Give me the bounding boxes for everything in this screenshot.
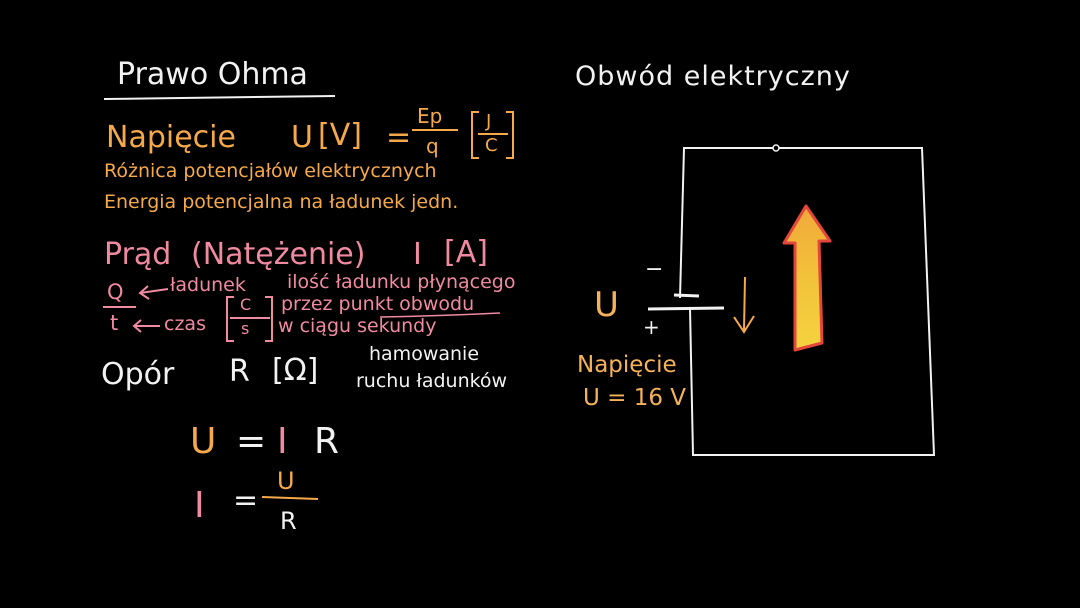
- battery-voltage-label: Napięcie: [577, 352, 677, 378]
- voltage-equals: =: [386, 120, 412, 155]
- circuit-node: [772, 144, 780, 152]
- current-label-2: (Natężenie): [191, 237, 366, 272]
- current-desc-3: w ciągu sekundy: [278, 315, 437, 337]
- resistance-symbol: R: [229, 354, 250, 389]
- battery-short-plate: [673, 293, 700, 298]
- battery-plus: +: [643, 315, 660, 339]
- formula2-num: U: [277, 467, 295, 495]
- formula2-eq: =: [233, 483, 259, 518]
- voltage-unit-den: C: [485, 135, 498, 156]
- current-unit-bracket-right: [265, 296, 273, 342]
- formula1-rhs-i: I: [277, 421, 288, 462]
- resistance-unit: [Ω]: [272, 353, 319, 388]
- voltage-unit: [V]: [318, 118, 362, 153]
- battery-minus: −: [645, 257, 664, 282]
- battery-long-plate: [647, 306, 725, 311]
- current-direction-arrow: [782, 204, 832, 352]
- title-underline: [103, 95, 336, 100]
- page-title: Prawo Ohma: [117, 57, 308, 92]
- q-arrow: [138, 285, 169, 300]
- current-q-label: ładunek: [170, 274, 246, 296]
- voltage-unit-bracket-right: [506, 111, 514, 159]
- current-unit-bracket-left: [226, 296, 234, 342]
- current-unit-text: A: [455, 235, 477, 270]
- voltage-desc-2: Energia potencjalna na ładunek jedn.: [104, 191, 459, 213]
- current-t: t: [110, 311, 119, 335]
- voltage-unit-text: V: [329, 118, 351, 153]
- formula2-fraction-bar: [261, 496, 319, 500]
- voltage-direction-arrow: [733, 276, 755, 334]
- resistance-label: Opór: [101, 357, 175, 392]
- current-q: Q: [107, 280, 124, 304]
- current-symbol: I: [413, 237, 422, 272]
- formula2-lhs: I: [194, 485, 205, 526]
- circuit-title: Obwód elektryczny: [575, 61, 851, 92]
- voltage-frac-den: q: [426, 134, 439, 158]
- circuit-wire: [679, 147, 936, 456]
- current-label: Prąd: [104, 237, 172, 272]
- resistance-desc-2: ruchu ładunków: [356, 370, 508, 392]
- current-unit: [A]: [444, 235, 488, 270]
- current-desc-1: ilość ładunku płynącego: [287, 271, 516, 293]
- current-unit-num: C: [240, 295, 252, 314]
- battery-symbol: U: [594, 285, 619, 325]
- current-desc-2: przez punkt obwodu: [281, 293, 475, 315]
- resistance-unit-text: Ω: [283, 353, 307, 388]
- t-arrow: [132, 319, 160, 333]
- voltage-unit-bracket-left: [471, 111, 479, 159]
- voltage-desc-1: Różnica potencjałów elektrycznych: [104, 160, 437, 182]
- formula2-den: R: [280, 507, 297, 535]
- voltage-frac-num: Ep: [417, 104, 443, 128]
- voltage-symbol: U: [291, 120, 313, 155]
- current-t-label: czas: [164, 313, 206, 335]
- voltage-unit-num: J: [486, 111, 492, 132]
- formula1-lhs: U: [190, 421, 217, 462]
- voltage-label: Napięcie: [106, 120, 236, 155]
- formula1-eq: =: [236, 421, 267, 462]
- resistance-desc-1: hamowanie: [369, 343, 480, 365]
- battery-voltage-value: U = 16 V: [583, 385, 687, 411]
- obwodu-underline: [379, 312, 501, 318]
- formula1-rhs-r: R: [314, 421, 340, 462]
- current-unit-den: s: [241, 319, 250, 338]
